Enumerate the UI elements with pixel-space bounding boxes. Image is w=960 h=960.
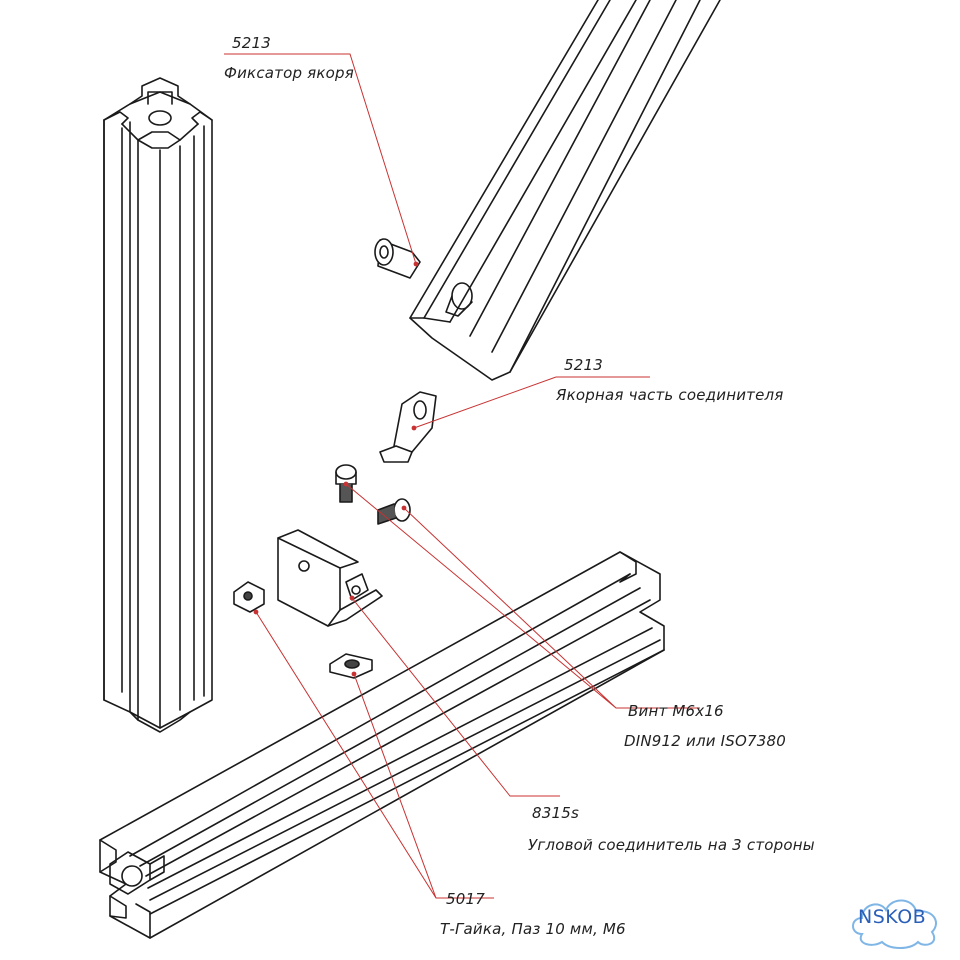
callout-4-code: 8315s [532,804,579,822]
callout-3-standard: DIN912 или ISO7380 [624,732,786,750]
callout-3-name: Винт М6х16 [628,702,724,720]
callout-1-code: 5213 [232,34,271,52]
watermark-text: NSKOB [858,906,927,928]
leader-dots [253,261,419,677]
vertical-profile [103,77,213,733]
angle-connector-part [277,529,383,627]
bolt-1 [335,464,357,503]
diagonal-profile [409,0,721,381]
callout-5-code: 5017 [446,890,485,908]
watermark-cloud-icon [852,899,937,949]
t-nut-1 [233,581,265,613]
horizontal-profile [99,551,665,939]
leader-lines [224,53,700,899]
bolt-2 [377,498,411,525]
callout-2-name: Якорная часть соединителя [556,386,784,404]
anchor-lock-part [374,238,421,279]
t-nut-2 [329,653,373,679]
callout-2-code: 5213 [564,356,603,374]
callout-5-name: Т-Гайка, Паз 10 мм, М6 [440,920,626,938]
anchor-connector-part [379,391,437,463]
callout-4-name: Угловой соединитель на 3 стороны [528,836,815,854]
callout-1-name: Фиксатор якоря [224,64,354,82]
